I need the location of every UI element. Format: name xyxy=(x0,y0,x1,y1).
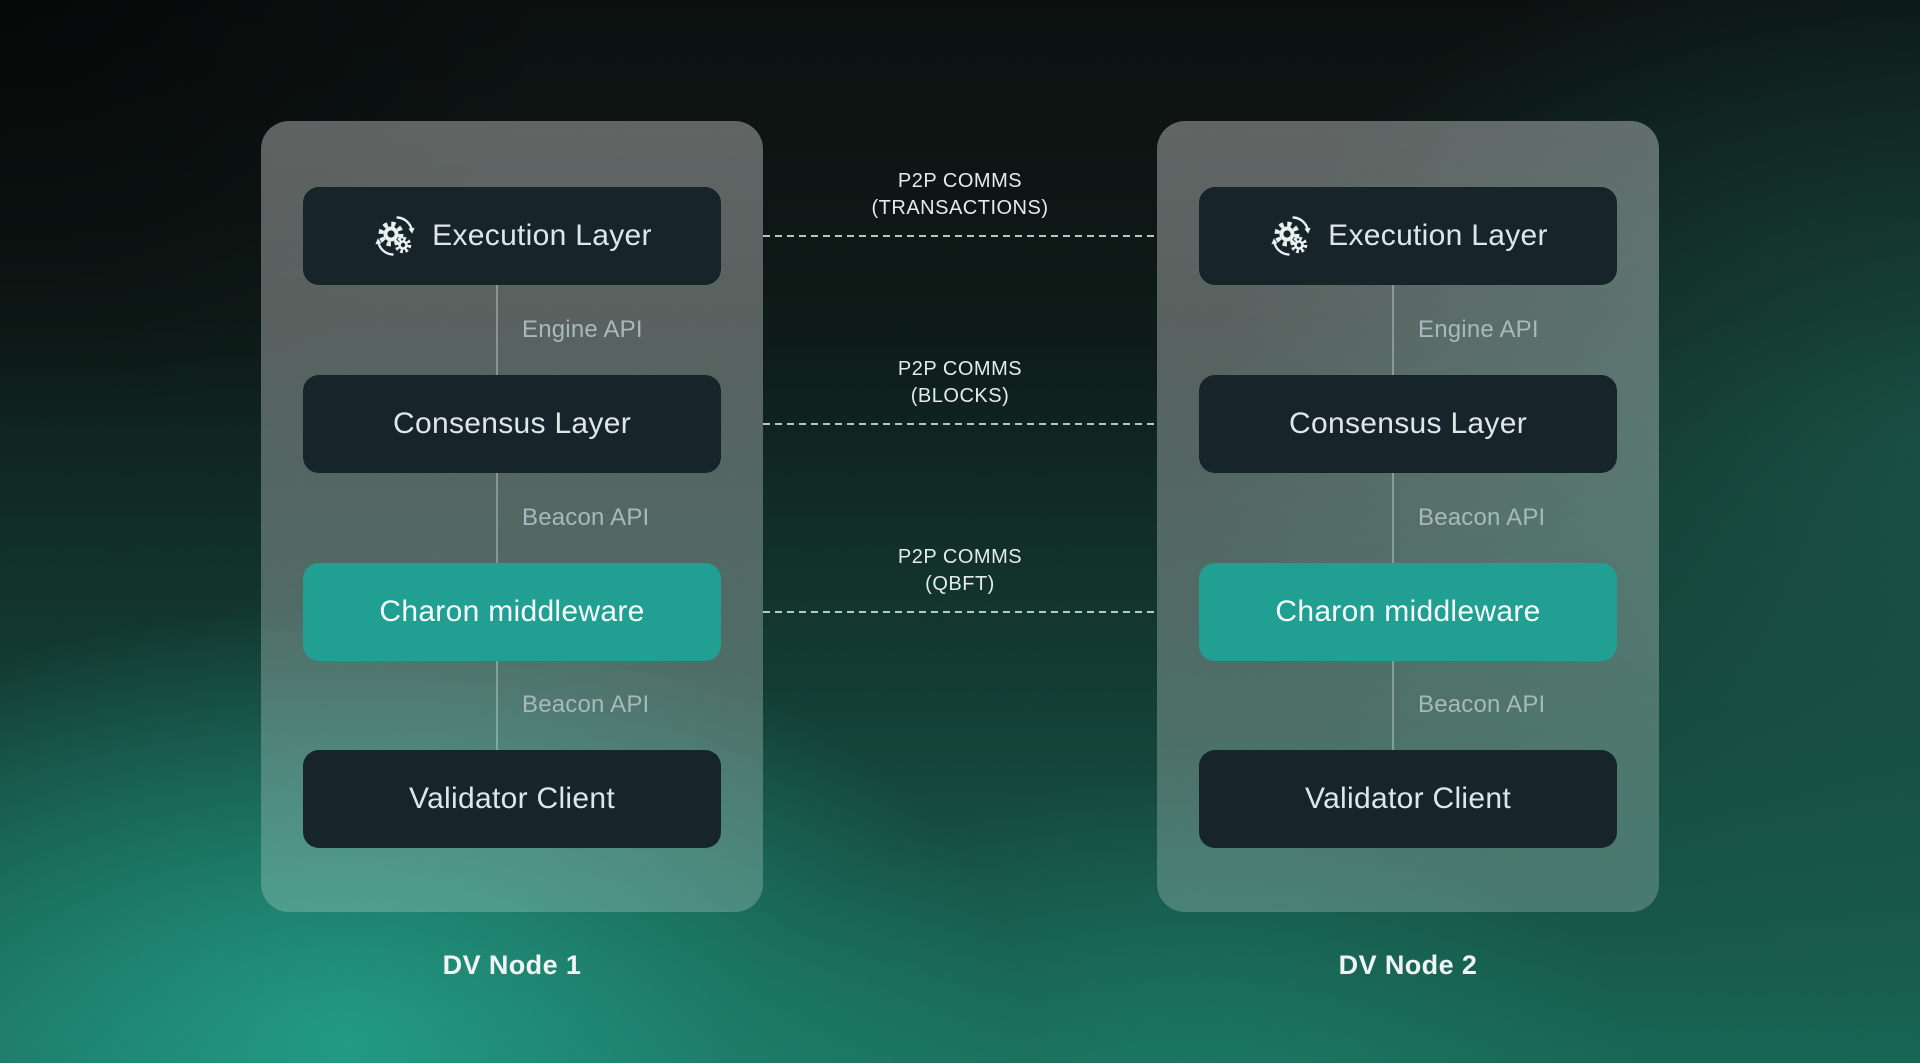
dv-node-1-caption: DV Node 1 xyxy=(442,950,582,980)
consensus-layer-box: Consensus Layer xyxy=(303,375,721,473)
validator-client-label: Validator Client xyxy=(408,782,615,815)
beacon-api-label: Beacon API xyxy=(1418,504,1546,531)
charon-middleware-box: Charon middleware xyxy=(303,563,721,661)
consensus-layer-label: Consensus Layer xyxy=(393,407,631,440)
beacon-api-label: Beacon API xyxy=(522,691,650,718)
beacon-api-label: Beacon API xyxy=(522,504,650,531)
execution-layer-box: Execution Layer xyxy=(303,187,721,285)
engine-api-label: Engine API xyxy=(522,316,643,343)
execution-layer-label: Execution Layer xyxy=(1328,219,1548,252)
validator-client-box: Validator Client xyxy=(1199,750,1617,848)
p2p-comms-qbft-label: P2P COMMS (QBFT) xyxy=(897,546,1023,595)
p2p-transactions-dashed-line xyxy=(763,235,1157,237)
p2p-qbft-dashed-line xyxy=(763,611,1157,613)
consensus-layer-box: Consensus Layer xyxy=(1199,375,1617,473)
consensus-layer-label: Consensus Layer xyxy=(1289,407,1527,440)
gears-sync-icon xyxy=(372,213,418,259)
engine-api-label: Engine API xyxy=(1418,316,1539,343)
charon-middleware-label: Charon middleware xyxy=(1275,595,1541,628)
beacon-api-label: Beacon API xyxy=(1418,691,1546,718)
p2p-comms-transactions-label: P2P COMMS (TRANSACTIONS) xyxy=(871,170,1049,219)
dv-node-2-caption: DV Node 2 xyxy=(1338,950,1478,980)
gears-sync-icon xyxy=(1268,213,1314,259)
charon-middleware-label: Charon middleware xyxy=(379,595,645,628)
api-connector-line xyxy=(496,285,498,750)
execution-layer-label: Execution Layer xyxy=(432,219,652,252)
dv-node-2-panel: Execution Layer Engine API Consensus Lay… xyxy=(1157,121,1659,912)
validator-client-label: Validator Client xyxy=(1304,782,1511,815)
execution-layer-box: Execution Layer xyxy=(1199,187,1617,285)
dv-node-1-panel: Execution Layer Engine API Consensus Lay… xyxy=(261,121,763,912)
charon-middleware-box: Charon middleware xyxy=(1199,563,1617,661)
validator-client-box: Validator Client xyxy=(303,750,721,848)
p2p-comms-blocks-label: P2P COMMS (BLOCKS) xyxy=(897,358,1023,407)
api-connector-line xyxy=(1392,285,1394,750)
p2p-blocks-dashed-line xyxy=(763,423,1157,425)
